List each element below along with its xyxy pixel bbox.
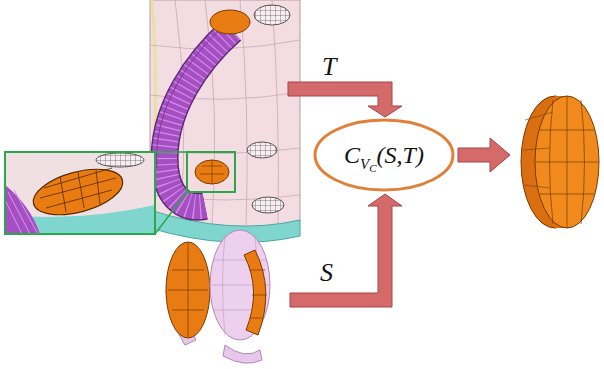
source-pieces (166, 230, 270, 363)
tube-outline (165, 30, 232, 207)
hatched-hole (254, 5, 290, 25)
inset-ground (5, 152, 155, 234)
hatched-hole (247, 142, 277, 158)
inset-orange-patch (28, 161, 127, 223)
orange-patch (195, 160, 229, 184)
inset-frame (5, 152, 155, 234)
inset-tube (5, 185, 40, 234)
purple-tube (165, 30, 232, 207)
zoom-lines (155, 152, 187, 234)
inset-tube-mesh (5, 190, 38, 234)
tube-mesh (165, 30, 232, 207)
set-label: S (320, 258, 333, 288)
patch-mesh (200, 160, 224, 184)
formula-text: CVC(S,T) (344, 142, 424, 169)
inset-hatched-hole (96, 153, 144, 167)
orange-patch (210, 10, 250, 34)
tube-line (157, 26, 224, 168)
result-disk (521, 96, 599, 228)
inset-patch-mesh (40, 168, 116, 212)
flow-arrow (288, 82, 402, 117)
flow-arrow (458, 138, 510, 172)
flow-arrow (290, 194, 402, 307)
pink-surface (150, 0, 300, 228)
set-label: T (322, 52, 336, 82)
zoom-box (187, 152, 235, 192)
ellipse-node: CVC(S,T) (313, 118, 455, 192)
surface-grid (150, 0, 300, 228)
hatched-hole (252, 197, 284, 213)
